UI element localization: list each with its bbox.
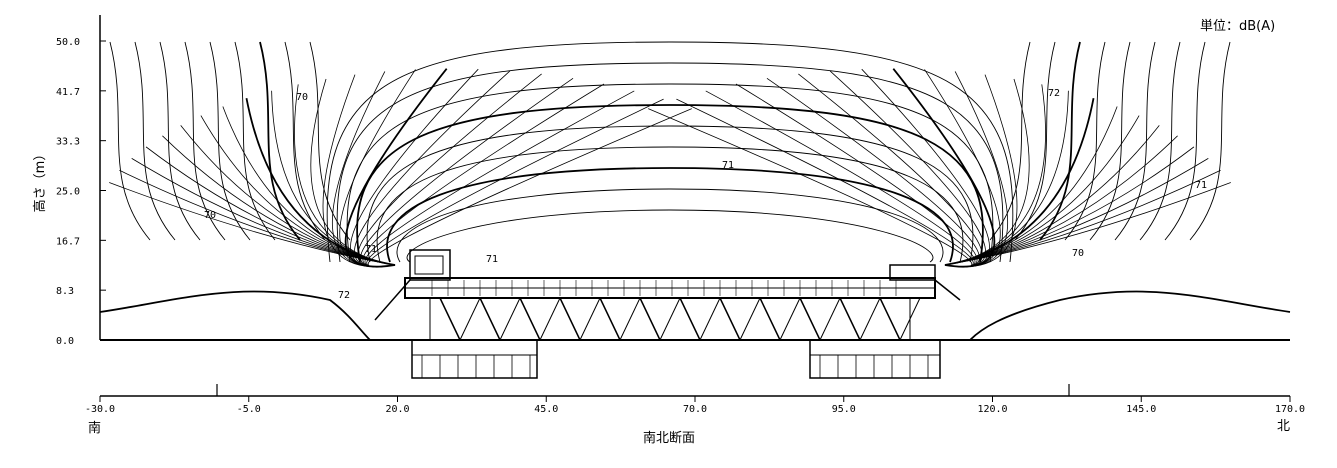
contour-line (294, 84, 396, 266)
contour-line (1039, 41, 1081, 241)
contour-line (354, 70, 511, 268)
contour-line (861, 68, 990, 267)
station-structure (374, 249, 961, 379)
contour-line (234, 41, 276, 241)
y-tick-label: 50.0 (56, 37, 80, 48)
x-tick-label: 70.0 (683, 404, 707, 415)
contour-label: 70 (1072, 248, 1084, 259)
contour-line (1139, 41, 1181, 241)
contour-line (259, 41, 301, 241)
contour-line (366, 125, 974, 263)
y-tick-label: 25.0 (56, 187, 80, 198)
contour-line (1064, 41, 1106, 241)
contour-line (356, 104, 984, 263)
x-tick-label: -30.0 (85, 404, 115, 415)
contour-line (648, 108, 973, 268)
contour-line (969, 290, 1291, 341)
contour-line (1164, 41, 1206, 241)
y-axis-label: 高さ（m） (32, 148, 48, 213)
contour-line (310, 78, 396, 266)
y-tick-label: 0.0 (56, 336, 74, 347)
x-tick-label: 120.0 (977, 404, 1007, 415)
contour-label: 70 (204, 210, 216, 221)
contour-line (326, 41, 1014, 263)
contour-line (159, 41, 201, 241)
contour-line (99, 290, 371, 341)
contour-line (134, 41, 176, 241)
contour-label: 71 (365, 244, 377, 255)
contour-label: 71 (486, 254, 498, 265)
contour-line (989, 41, 1031, 241)
contour-line (109, 41, 151, 241)
contour-line (366, 98, 664, 268)
contour-line (184, 41, 226, 241)
south-label: 南 (88, 420, 101, 436)
contour-line (367, 108, 692, 268)
x-tick-label: 45.0 (534, 404, 558, 415)
y-tick-label: 16.7 (56, 236, 80, 247)
x-tick-label: 20.0 (385, 404, 409, 415)
x-tick-label: 145.0 (1126, 404, 1156, 415)
contour-line (798, 73, 983, 268)
y-tick-label: 8.3 (56, 286, 74, 297)
contour-line (1189, 41, 1231, 241)
contour-line (332, 71, 396, 267)
contour-label: 70 (296, 92, 308, 103)
noise-contours (99, 41, 1291, 341)
contour-line (944, 71, 1008, 267)
x-tick-label: -5.0 (237, 404, 261, 415)
y-axis: 高さ（m） 50.0 41.7 33.3 25.0 16.7 8.3 0.0 (32, 15, 106, 347)
y-tick-label: 41.7 (56, 87, 80, 98)
x-tick-label: 95.0 (832, 404, 856, 415)
contour-line (209, 41, 251, 241)
contour-line (386, 167, 954, 263)
contour-line (676, 98, 974, 268)
contour-line (284, 41, 326, 241)
contour-line (1114, 41, 1156, 241)
contour-line (944, 84, 1046, 266)
contour-line (200, 115, 396, 266)
contour-label: 71 (722, 160, 734, 171)
north-label: 北 (1277, 419, 1290, 434)
contour-line (309, 41, 351, 241)
y-tick-label: 33.3 (56, 137, 80, 148)
contour-line (406, 209, 934, 263)
contour-line (376, 146, 964, 263)
contour-label: 72 (338, 290, 350, 301)
contour-labels: 70 71 72 70 71 72 71 70 71 (204, 88, 1207, 301)
contour-line (829, 70, 986, 268)
unit-label: 単位：dB(A) (1200, 18, 1275, 34)
contour-line (350, 68, 479, 267)
section-title: 南北断面 (643, 430, 695, 446)
contour-line (1014, 41, 1056, 241)
contour-line (336, 62, 1004, 263)
contour-line (1089, 41, 1131, 241)
contour-line (944, 115, 1140, 266)
contour-line (396, 188, 944, 263)
contour-line (357, 73, 542, 268)
contour-label: 71 (1195, 180, 1207, 191)
x-tick-label: 170.0 (1275, 404, 1305, 415)
contour-label: 72 (1048, 88, 1060, 99)
contour-line (944, 78, 1030, 266)
x-axis: -30.0 -5.0 20.0 45.0 70.0 95.0 120.0 145.0 170.0 (85, 384, 1305, 415)
